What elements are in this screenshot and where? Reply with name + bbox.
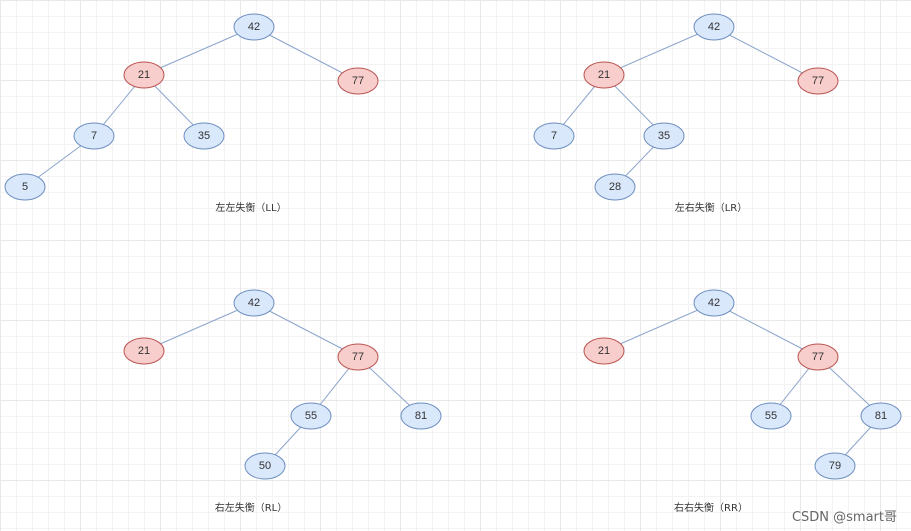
tree-node: 42 xyxy=(693,289,735,317)
tree-node: 5 xyxy=(4,173,46,201)
edge-42-77 xyxy=(713,26,819,82)
tree-node: 81 xyxy=(400,402,442,430)
svg-text:28: 28 xyxy=(609,181,621,193)
svg-text:42: 42 xyxy=(248,297,260,309)
edge-42-21 xyxy=(143,26,255,76)
svg-text:81: 81 xyxy=(415,410,427,422)
svg-text:7: 7 xyxy=(551,130,557,142)
svg-text:42: 42 xyxy=(708,297,720,309)
diagram-rr: 42 21 77 55 81 79 右右失衡（RR） xyxy=(583,289,902,514)
tree-node: 77 xyxy=(797,343,839,371)
svg-text:81: 81 xyxy=(875,410,887,422)
tree-node: 21 xyxy=(583,61,625,89)
edge-42-21 xyxy=(603,26,715,76)
edge-42-21 xyxy=(603,302,715,352)
edge-42-77 xyxy=(713,302,819,358)
watermark: CSDN @smart哥 xyxy=(791,510,897,525)
diagram-caption: 右右失衡（RR） xyxy=(674,501,748,514)
tree-node: 21 xyxy=(583,337,625,365)
tree-node: 42 xyxy=(233,289,275,317)
tree-node: 55 xyxy=(290,402,332,430)
tree-node: 21 xyxy=(123,61,165,89)
tree-node: 77 xyxy=(797,67,839,95)
svg-text:21: 21 xyxy=(138,69,150,81)
edge-42-77 xyxy=(253,26,359,82)
tree-node: 42 xyxy=(233,13,275,41)
tree-node: 55 xyxy=(750,402,792,430)
svg-text:7: 7 xyxy=(91,130,97,142)
svg-text:35: 35 xyxy=(658,130,670,142)
tree-node: 7 xyxy=(73,122,115,150)
tree-node: 21 xyxy=(123,337,165,365)
svg-text:79: 79 xyxy=(829,460,841,472)
tree-node: 79 xyxy=(814,452,856,480)
svg-text:55: 55 xyxy=(305,410,317,422)
diagram-ll: 42 21 77 7 35 5 左左失衡（LL） xyxy=(4,13,379,214)
edge-42-77 xyxy=(253,302,359,358)
tree-node: 35 xyxy=(183,122,225,150)
tree-node: 7 xyxy=(533,122,575,150)
svg-text:35: 35 xyxy=(198,130,210,142)
tree-node: 28 xyxy=(594,173,636,201)
tree-node: 77 xyxy=(337,67,379,95)
tree-node: 77 xyxy=(337,343,379,371)
diagram-caption: 左左失衡（LL） xyxy=(215,201,286,214)
svg-text:55: 55 xyxy=(765,410,777,422)
tree-node: 42 xyxy=(693,13,735,41)
diagram-rl: 42 21 77 55 81 50 右左失衡（RL） xyxy=(123,289,442,514)
diagram-lr: 42 21 77 7 35 28 左右失衡（LR） xyxy=(533,13,839,214)
svg-text:21: 21 xyxy=(598,345,610,357)
svg-text:21: 21 xyxy=(138,345,150,357)
svg-text:5: 5 xyxy=(22,181,28,193)
svg-text:77: 77 xyxy=(352,75,364,87)
tree-node: 50 xyxy=(244,452,286,480)
tree-node: 81 xyxy=(860,402,902,430)
svg-text:77: 77 xyxy=(812,75,824,87)
svg-text:21: 21 xyxy=(598,69,610,81)
tree-node: 35 xyxy=(643,122,685,150)
svg-text:77: 77 xyxy=(352,351,364,363)
svg-text:42: 42 xyxy=(708,21,720,33)
svg-text:77: 77 xyxy=(812,351,824,363)
diagram-caption: 右左失衡（RL） xyxy=(215,501,288,514)
svg-text:42: 42 xyxy=(248,21,260,33)
edge-42-21 xyxy=(143,302,255,352)
diagram-caption: 左右失衡（LR） xyxy=(675,201,748,214)
svg-text:50: 50 xyxy=(259,460,271,472)
